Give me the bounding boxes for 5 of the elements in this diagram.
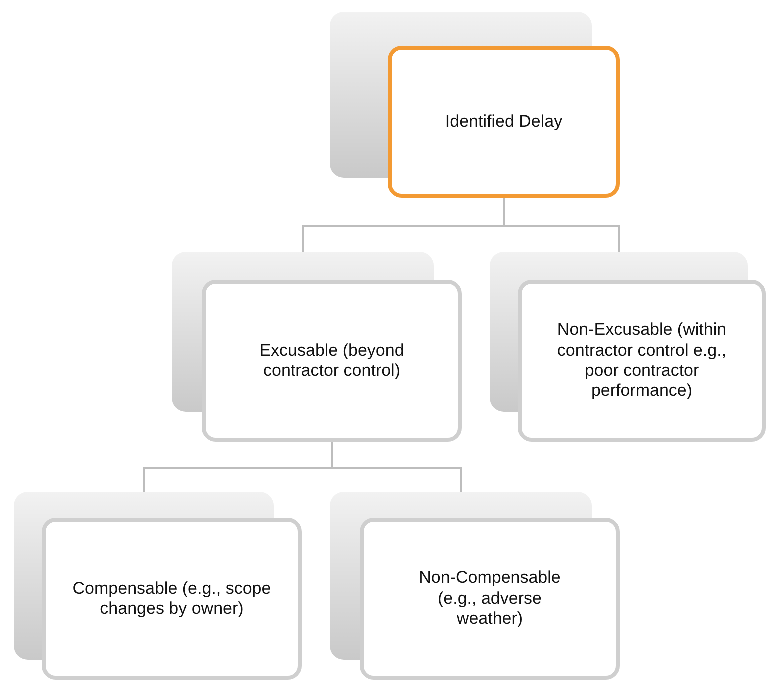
node-label: Identified Delay [445,112,563,132]
node-label: Compensable (e.g., scope changes by owner) [72,578,272,620]
node-label: Excusable (beyond contractor control) [258,340,406,382]
node-label: Non-Excusable (within contractor control e.g., poor contractor performance) [556,320,728,402]
node-label: Non-Compensable (e.g., adverse weather) [418,568,562,630]
